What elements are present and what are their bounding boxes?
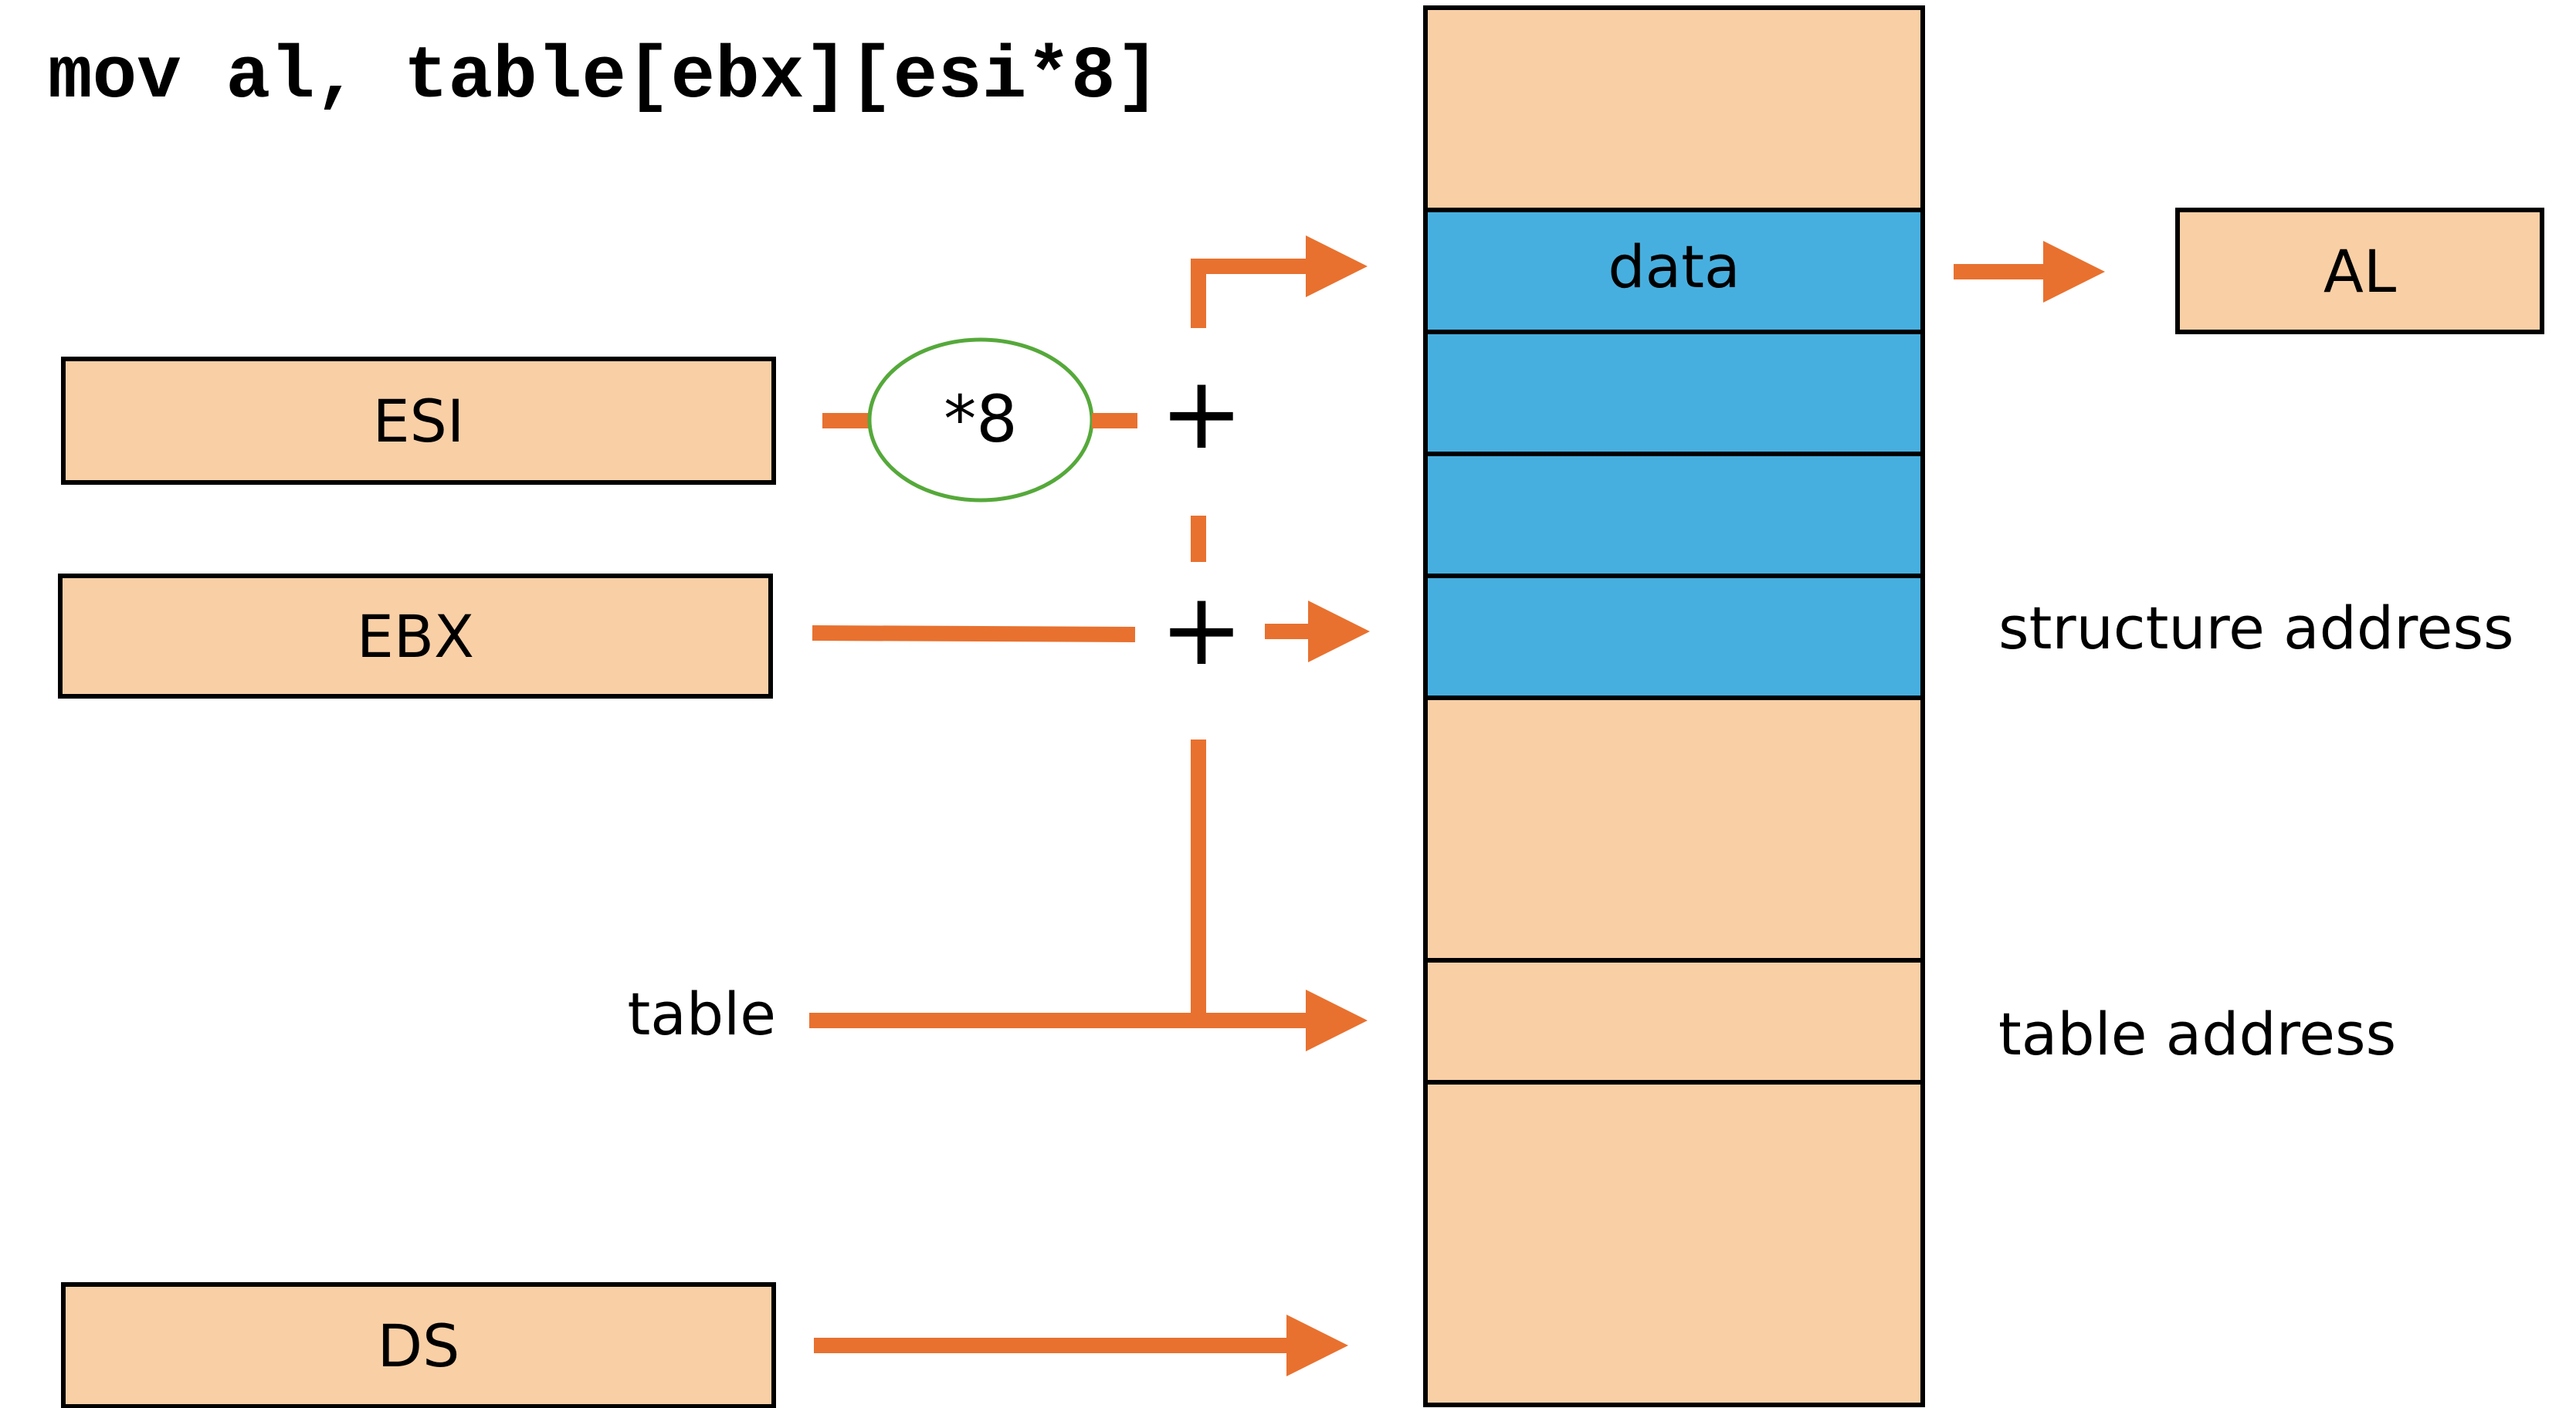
memory-cell-table-address [1423,958,1925,1085]
register-ebx-label: EBX [357,602,474,671]
register-ds: DS [61,1282,776,1408]
memory-column: data [1423,5,1925,1407]
table-address-label: table address [1998,1000,2396,1068]
structure-address-label: structure address [1998,594,2514,662]
memory-cell-data [1423,208,1925,334]
memory-cell-top [1423,5,1925,212]
memory-cell-struct-3 [1423,452,1925,578]
register-esi: ESI [61,357,776,485]
scale-label: *8 [944,381,1017,457]
memory-cell-struct-2 [1423,330,1925,456]
plus-bottom-icon: + [1160,570,1244,688]
memory-cell-middle [1423,696,1925,963]
instruction-title: mov al, table[ebx][esi*8] [48,35,1160,119]
ebx-to-plus-line [812,625,1136,642]
register-al: AL [2175,208,2544,334]
plus-top-icon: + [1160,354,1244,472]
table-label: table [628,980,777,1048]
scale-operation: *8 [822,337,1137,503]
memory-cell-structure-address [1423,574,1925,700]
address-adder-path [1191,235,1368,1016]
memory-cell-bottom [1423,1080,1925,1407]
register-al-label: AL [2323,237,2396,306]
register-ebx: EBX [58,574,773,699]
register-esi-label: ESI [373,387,465,455]
data-cell-label: data [1608,232,1740,301]
register-ds-label: DS [378,1312,460,1380]
